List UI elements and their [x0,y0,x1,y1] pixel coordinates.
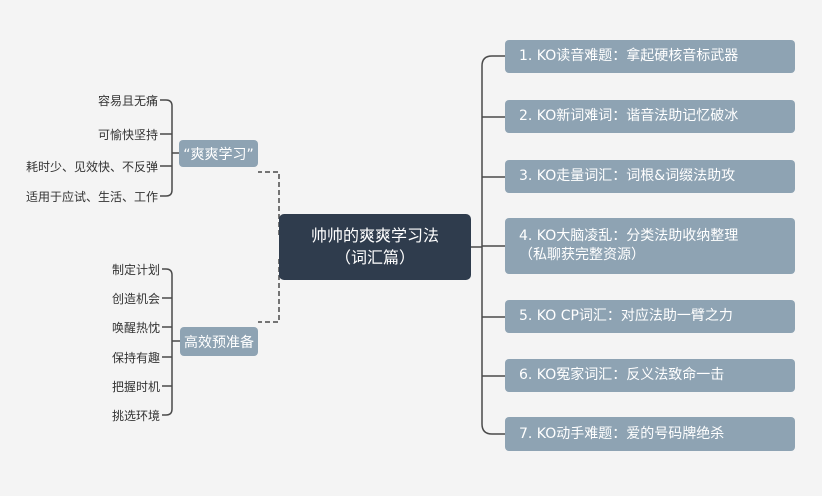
leaf-item[interactable]: 适用于应试、生活、工作 [25,189,158,204]
branch-preparation[interactable]: 高效预准备 [180,327,258,356]
leaf-item[interactable]: 制定计划 [111,262,160,277]
leaf-item[interactable]: 挑选环境 [111,408,160,423]
right-item-1[interactable]: 1. KO读音难题：拿起硬核音标武器 [505,40,795,73]
branch1-trunk [160,99,179,197]
root-title: 帅帅的爽爽学习法 [310,226,439,245]
right-item-label: 6. KO冤家词汇：反义法致命一击 [519,367,725,383]
right-item-label: 5. KO CP词汇：对应法助一臂之力 [519,308,733,324]
leaf-item[interactable]: 容易且无痛 [97,93,158,108]
right-item-3[interactable]: 3. KO走量词汇：词根&词缀法助攻 [505,160,795,193]
right-item-label: 4. KO大脑凌乱：分类法助收纳整理 [519,228,739,244]
leaf-item[interactable]: 可愉快坚持 [97,127,158,142]
right-item-5[interactable]: 5. KO CP词汇：对应法助一臂之力 [505,300,795,333]
root-subtitle: （词汇篇） [334,248,415,267]
right-item-sublabel: （私聊获完整资源） [519,247,645,263]
leaf-item[interactable]: 把握时机 [111,379,160,394]
right-item-6[interactable]: 6. KO冤家词汇：反义法致命一击 [505,359,795,392]
root-node[interactable]: 帅帅的爽爽学习法 （词汇篇） [279,214,471,280]
right-item-2[interactable]: 2. KO新词难词：谐音法助记忆破冰 [505,100,795,133]
right-item-7[interactable]: 7. KO动手难题：爱的号码牌绝杀 [505,417,795,451]
right-item-4[interactable]: 4. KO大脑凌乱：分类法助收纳整理 （私聊获完整资源） [505,218,795,274]
right-trunk [481,55,505,435]
leaf-item[interactable]: 创造机会 [111,291,160,306]
right-item-label: 2. KO新词难词：谐音法助记忆破冰 [519,108,739,124]
root-to-left-connector [258,171,280,323]
branch2-trunk [162,268,180,416]
branch-shuangshuang[interactable]: “爽爽学习” [179,140,258,167]
leaf-item[interactable]: 耗时少、见效快、不反弹 [25,159,158,174]
right-item-label: 1. KO读音难题：拿起硬核音标武器 [519,48,739,64]
leaf-item[interactable]: 保持有趣 [111,350,160,365]
leaf-item[interactable]: 唤醒热忱 [111,320,160,335]
right-item-label: 7. KO动手难题：爱的号码牌绝杀 [519,425,725,442]
right-item-label: 3. KO走量词汇：词根&词缀法助攻 [519,168,736,184]
